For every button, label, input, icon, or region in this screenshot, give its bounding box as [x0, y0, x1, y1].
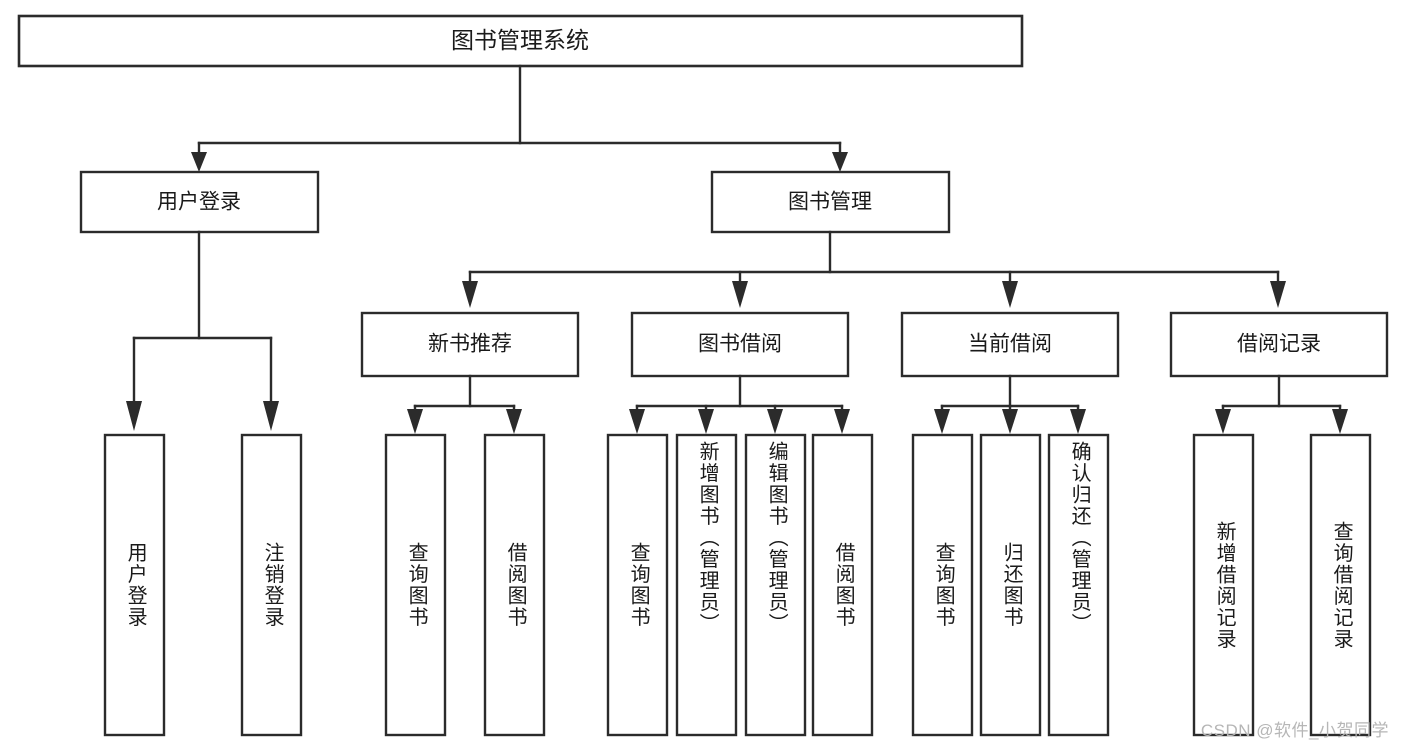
arrow-down-icon	[126, 401, 142, 431]
node-user-login-label: 用户登录	[157, 191, 241, 214]
node-book-manage-label: 图书管理	[788, 191, 872, 214]
leaf-box-current-borrow-1[interactable]	[979, 433, 1042, 737]
arrow-down-icon	[629, 409, 645, 434]
node-current-borrow-label: 当前借阅	[968, 333, 1052, 356]
node-book-manage[interactable]: 图书管理	[710, 170, 951, 234]
arrow-down-icon	[407, 409, 423, 434]
leaf-box-book-borrow-2[interactable]	[744, 433, 807, 737]
node-root-label: 图书管理系统	[451, 27, 589, 53]
leaf-box-current-borrow-2[interactable]	[1047, 433, 1110, 737]
arrow-down-icon	[1215, 409, 1231, 434]
node-current-borrow[interactable]: 当前借阅	[900, 311, 1120, 378]
leaf-box-book-borrow-3[interactable]	[811, 433, 874, 737]
arrow-down-icon	[191, 152, 207, 172]
connector-new-book-recommend-to-leaves	[407, 374, 522, 434]
connector-root-to-level2	[191, 64, 848, 172]
arrow-down-icon	[698, 409, 714, 434]
arrow-down-icon	[934, 409, 950, 434]
leaf-box-new-book-1[interactable]	[483, 433, 546, 737]
arrow-down-icon	[767, 409, 783, 434]
connector-book-manage-to-level3	[462, 230, 1286, 308]
node-new-book-recommend[interactable]: 新书推荐	[360, 311, 580, 378]
node-user-login[interactable]: 用户登录	[79, 170, 320, 234]
node-new-book-recommend-label: 新书推荐	[428, 333, 512, 356]
arrow-down-icon	[1070, 409, 1086, 434]
leaf-box-current-borrow-0[interactable]	[911, 433, 974, 737]
connector-current-borrow-to-leaves	[934, 374, 1086, 434]
leaf-box-user-login-1[interactable]	[240, 433, 303, 737]
arrow-down-icon	[263, 401, 279, 431]
node-current-borrow-box[interactable]	[900, 311, 1120, 378]
leaf-box-borrow-record-0[interactable]	[1192, 433, 1255, 737]
arrow-down-icon	[462, 281, 478, 308]
node-borrow-record-label: 借阅记录	[1237, 333, 1321, 356]
connector-book-borrow-to-leaves	[629, 374, 850, 434]
arrow-down-icon	[1002, 409, 1018, 434]
node-root-box[interactable]	[17, 14, 1024, 68]
csdn-watermark: CSDN @软件_小贺同学	[1200, 721, 1389, 740]
arrow-down-icon	[832, 152, 848, 172]
connector-borrow-record-to-leaves	[1215, 374, 1348, 434]
arrow-down-icon	[732, 281, 748, 308]
arrow-down-icon	[834, 409, 850, 434]
node-new-book-recommend-box[interactable]	[360, 311, 580, 378]
leaf-box-borrow-record-1[interactable]	[1309, 433, 1372, 737]
leaf-box-book-borrow-1[interactable]	[675, 433, 738, 737]
leaf-box-book-borrow-0[interactable]	[606, 433, 669, 737]
leaf-box-new-book-0[interactable]	[384, 433, 447, 737]
node-root[interactable]: 图书管理系统	[17, 14, 1024, 68]
arrow-down-icon	[1270, 281, 1286, 308]
leaf-box-user-login-0[interactable]	[103, 433, 166, 737]
arrow-down-icon	[1002, 281, 1018, 308]
arrow-down-icon	[1332, 409, 1348, 434]
node-book-borrow-label: 图书借阅	[698, 333, 782, 356]
node-book-borrow[interactable]: 图书借阅	[630, 311, 850, 378]
node-borrow-record[interactable]: 借阅记录	[1169, 311, 1389, 378]
connector-user-login-to-leaves	[126, 230, 279, 431]
node-user-login-box[interactable]	[79, 170, 320, 234]
arrow-down-icon	[506, 409, 522, 434]
